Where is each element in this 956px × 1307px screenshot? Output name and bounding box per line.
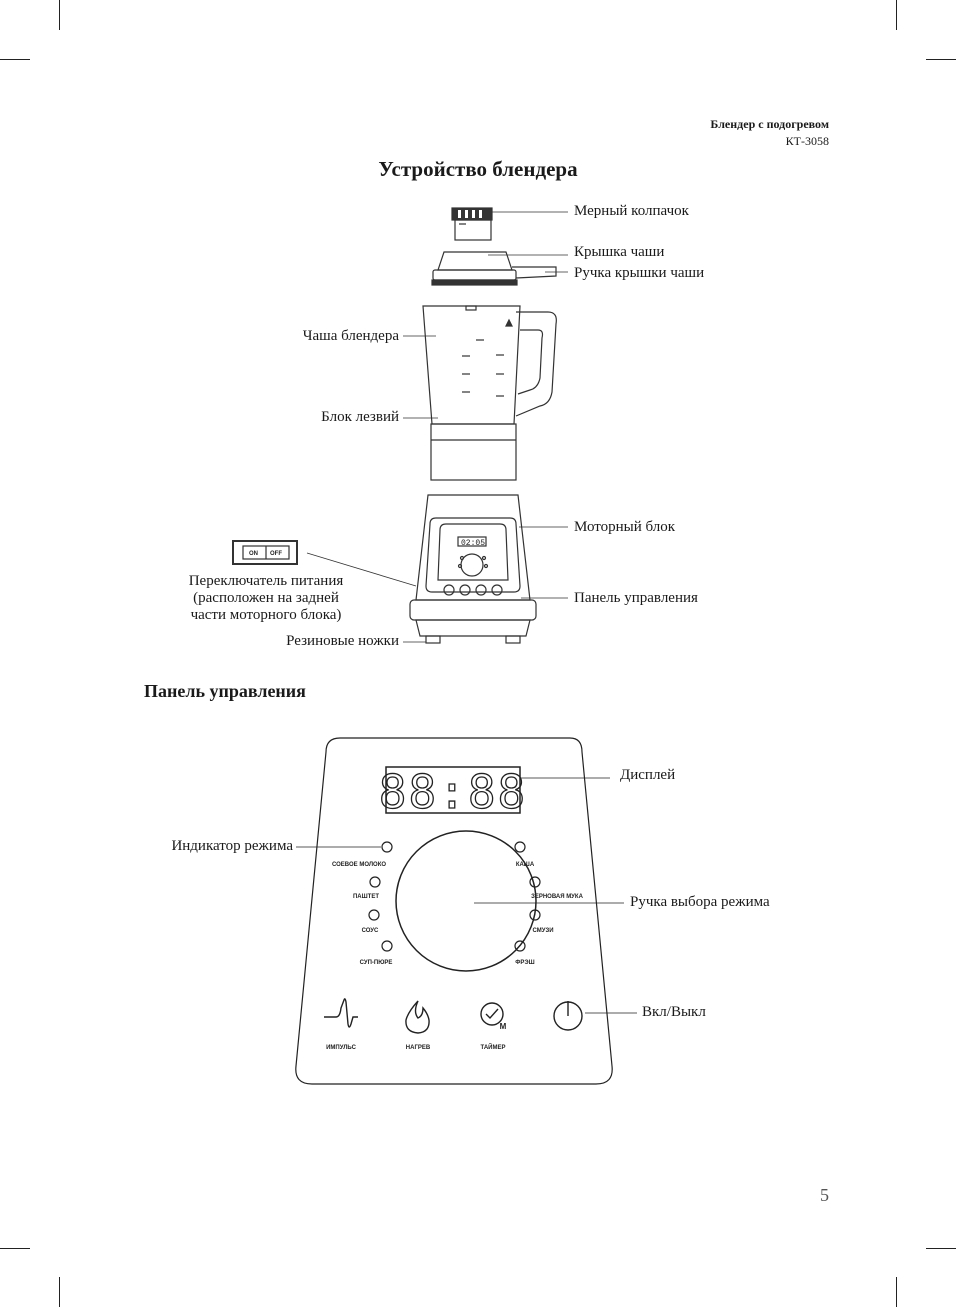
- power-icon: [553, 1001, 583, 1031]
- crop-mark: [59, 0, 60, 30]
- section-title-device: Устройство блендера: [378, 157, 578, 181]
- callout-power: Вкл/Выкл: [642, 1004, 706, 1020]
- callout-power-switch-line2: (расположен на задней: [193, 590, 339, 606]
- crop-mark: [0, 59, 30, 60]
- button-label-pulse: ИМПУЛЬС: [326, 1045, 357, 1051]
- mode-indicator-pate: [369, 876, 381, 888]
- power-switch-drawing: [232, 540, 298, 565]
- callout-lid-handle: Ручка крышки чаши: [574, 265, 705, 281]
- jar-drawing: [422, 305, 557, 481]
- callout-power-switch: Переключатель питания (расположен на зад…: [170, 573, 362, 624]
- callout-rubber-feet: Резиновые ножки: [286, 633, 399, 649]
- button-label-timer: ТАЙМЕР: [481, 1043, 506, 1051]
- mode-label-sauce: СОУС: [362, 928, 379, 934]
- mode-label-porridge: КАША: [516, 862, 535, 868]
- page-number: 5: [820, 1185, 829, 1205]
- mode-indicator-fresh: [514, 940, 526, 952]
- crop-mark: [896, 1277, 897, 1307]
- mode-indicator-sauce: [368, 909, 380, 921]
- callout-power-switch-line1: Переключатель питания: [188, 573, 344, 589]
- callout-power-switch-line3: части моторного блока): [190, 607, 342, 623]
- mode-label-grain-flour: ЗЕРНОВАЯ МУКА: [531, 894, 584, 900]
- callout-motor-unit: Моторный блок: [574, 519, 676, 535]
- callout-control-panel: Панель управления: [574, 590, 698, 606]
- mode-label-fresh: ФРЭШ: [515, 960, 534, 966]
- panel-outline: [295, 737, 613, 1085]
- header-product-title: Блендер с подогревом: [710, 117, 829, 131]
- callout-mode-indicator: Индикатор режима: [171, 838, 293, 854]
- crop-mark: [59, 1277, 60, 1307]
- callout-blade-unit: Блок лезвий: [321, 409, 399, 425]
- switch-on-text: ON: [249, 551, 258, 557]
- crop-mark: [896, 0, 897, 30]
- callout-mode-knob: Ручка выбора режима: [630, 894, 770, 910]
- mode-indicator-soup-puree: [381, 940, 393, 952]
- display-digits: 88:88: [379, 765, 527, 819]
- button-label-heat: НАГРЕВ: [406, 1045, 431, 1051]
- mode-label-smoothie: СМУЗИ: [532, 928, 553, 934]
- crop-mark: [0, 1248, 30, 1249]
- mode-label-soup-puree: СУП-ПЮРЕ: [360, 960, 393, 966]
- jar-lid-drawing: [431, 251, 557, 286]
- pulse-icon: [324, 998, 358, 1028]
- flame-icon: [405, 1000, 430, 1034]
- mode-indicator-porridge: [514, 841, 526, 853]
- mode-label-soy-milk: СОЕВОЕ МОЛОКО: [332, 862, 386, 868]
- mode-label-pate: ПАШТЕТ: [353, 894, 379, 900]
- small-display-text: 02:05: [461, 539, 485, 548]
- switch-off-text: OFF: [270, 551, 282, 557]
- crop-mark: [926, 59, 956, 60]
- header-model: КТ-3058: [785, 134, 829, 148]
- callout-measuring-cap: Мерный колпачок: [574, 203, 689, 219]
- mode-indicator-grain-flour: [529, 876, 541, 888]
- blender-diagram: ON OFF 02:05: [232, 207, 568, 644]
- leader-lines: [306, 211, 568, 643]
- mode-indicator-smoothie: [529, 909, 541, 921]
- display-frame: [385, 766, 521, 814]
- callout-display: Дисплей: [620, 767, 676, 783]
- section-title-control-panel: Панель управления: [144, 681, 306, 701]
- mode-knob: [395, 830, 537, 972]
- mode-indicator-soy-milk: [381, 841, 393, 853]
- timer-icon: [480, 1002, 504, 1026]
- timer-badge: M: [500, 1022, 507, 1031]
- measuring-cap-drawing: [451, 207, 493, 241]
- callout-jar-lid: Крышка чаши: [574, 244, 665, 260]
- crop-mark: [926, 1248, 956, 1249]
- callout-jar: Чаша блендера: [302, 328, 399, 344]
- motor-base-drawing: [409, 494, 537, 644]
